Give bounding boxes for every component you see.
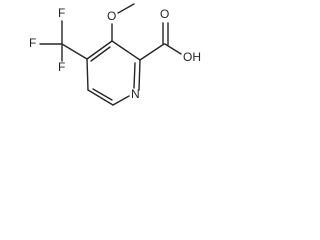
bond-c2-cooh — [139, 43, 165, 61]
atom-label-n-ring: N — [131, 87, 140, 101]
chemical-structure: F F F O N O OH — [29, 3, 201, 106]
bond-o-ch3 — [117, 3, 135, 14]
bond-n-c2-inner — [133, 62, 136, 89]
atom-label-hydroxyl: OH — [183, 50, 201, 64]
bond-c-oh — [164, 43, 182, 55]
bond-c3-c4 — [86, 40, 113, 60]
atom-labels: F F F O N O OH — [29, 6, 201, 101]
bond-c5-c6 — [87, 89, 114, 106]
atom-label-f-bottom: F — [58, 60, 65, 74]
bond-c5-c6-inner — [92, 88, 113, 101]
atom-label-f-left: F — [29, 36, 36, 50]
atom-label-f-top: F — [58, 6, 65, 20]
bond-n-c2 — [138, 59, 141, 91]
bond-c3-c4-inner — [90, 46, 111, 62]
substituent-bonds — [39, 3, 182, 62]
bond-c6-n — [112, 95, 130, 106]
atom-label-o-carbonyl: O — [160, 7, 169, 21]
bond-c4-c5 — [86, 58, 89, 91]
atom-label-o-methoxy: O — [107, 9, 116, 23]
pyridine-ring — [86, 40, 141, 106]
bond-c2-c3 — [111, 40, 141, 61]
bond-c4-cf3 — [61, 43, 88, 60]
